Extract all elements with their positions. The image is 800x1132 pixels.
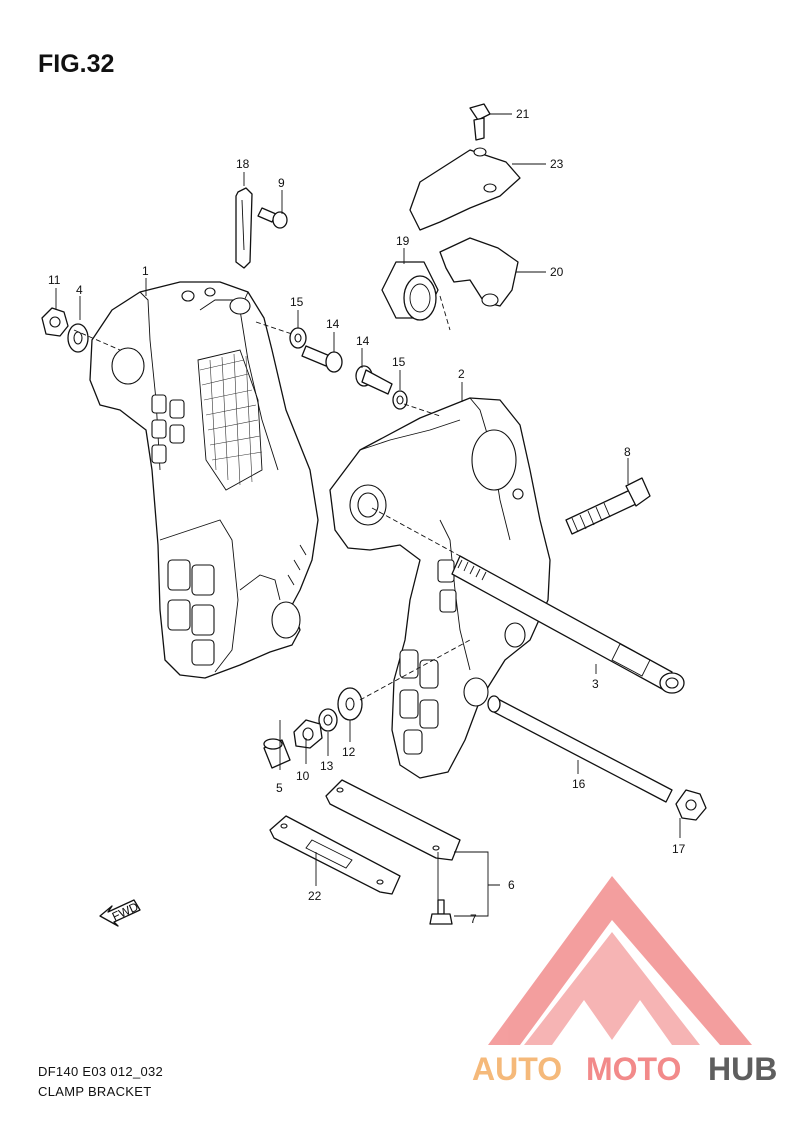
watermark-auto: AUTO <box>472 1051 562 1087</box>
callout-1: 1 <box>142 264 149 278</box>
bolt-21 <box>469 103 491 141</box>
washer-4 <box>67 323 89 353</box>
plate-22 <box>269 815 401 895</box>
callout-14-lower: 14 <box>356 334 370 348</box>
callout-13: 13 <box>320 759 334 773</box>
callout-9: 9 <box>278 176 285 190</box>
callout-6: 6 <box>508 878 515 892</box>
callout-7: 7 <box>470 912 477 926</box>
screw-9 <box>257 207 288 229</box>
callout-22: 22 <box>308 889 322 903</box>
callout-21: 21 <box>516 107 530 121</box>
washer-15-upper <box>289 327 307 349</box>
callout-8: 8 <box>624 445 631 459</box>
screw-14-lower <box>355 365 393 395</box>
callout-23: 23 <box>550 157 564 171</box>
callout-11: 11 <box>48 273 61 287</box>
callout-14-upper: 14 <box>326 317 340 331</box>
fwd-arrow-icon: FWD <box>99 899 141 927</box>
watermark-moto: MOTO <box>586 1051 681 1087</box>
callout-19: 19 <box>396 234 410 248</box>
callouts: 1 2 3 4 5 6 7 8 9 10 11 12 13 14 14 15 1… <box>48 107 686 926</box>
figure-name: CLAMP BRACKET <box>38 1084 152 1099</box>
callout-17: 17 <box>672 842 686 856</box>
cap-19 <box>381 261 439 321</box>
nut-17 <box>675 789 707 821</box>
fwd-text: FWD <box>110 899 141 923</box>
callout-4: 4 <box>76 283 83 297</box>
callout-2: 2 <box>458 367 465 381</box>
washer-13 <box>318 708 338 732</box>
washer-12 <box>337 687 363 721</box>
screw-14-upper <box>301 345 343 373</box>
bushing-5 <box>263 738 291 769</box>
washer-15-lower <box>392 390 408 410</box>
figure-code: DF140 E03 012_032 <box>38 1064 164 1079</box>
holder-20 <box>439 237 519 307</box>
watermark-logo-icon <box>488 876 752 1045</box>
callout-3: 3 <box>592 677 599 691</box>
callout-10: 10 <box>296 769 310 783</box>
watermark-hub: HUB <box>708 1051 777 1087</box>
watermark-text: AUTO MOTO HUB <box>472 1051 777 1087</box>
callout-18: 18 <box>236 157 250 171</box>
tilt-shaft <box>451 555 685 694</box>
bolt-8 <box>565 477 651 535</box>
right-clamp-bracket <box>329 397 551 779</box>
callout-15-upper: 15 <box>290 295 304 309</box>
left-clamp-bracket <box>89 281 319 679</box>
callout-15-lower: 15 <box>392 355 406 369</box>
bolt-7 <box>429 899 453 925</box>
callout-12: 12 <box>342 745 356 759</box>
leader-lines <box>55 113 681 917</box>
callout-5: 5 <box>276 781 283 795</box>
nut-10 <box>293 719 323 749</box>
cover-23 <box>409 147 521 231</box>
callout-16: 16 <box>572 777 586 791</box>
callout-20: 20 <box>550 265 564 279</box>
nut-11 <box>41 307 69 337</box>
rod-16 <box>487 695 673 803</box>
clip-18 <box>235 187 253 269</box>
plate-6 <box>325 779 461 861</box>
figure-title: FIG.32 <box>38 50 115 78</box>
